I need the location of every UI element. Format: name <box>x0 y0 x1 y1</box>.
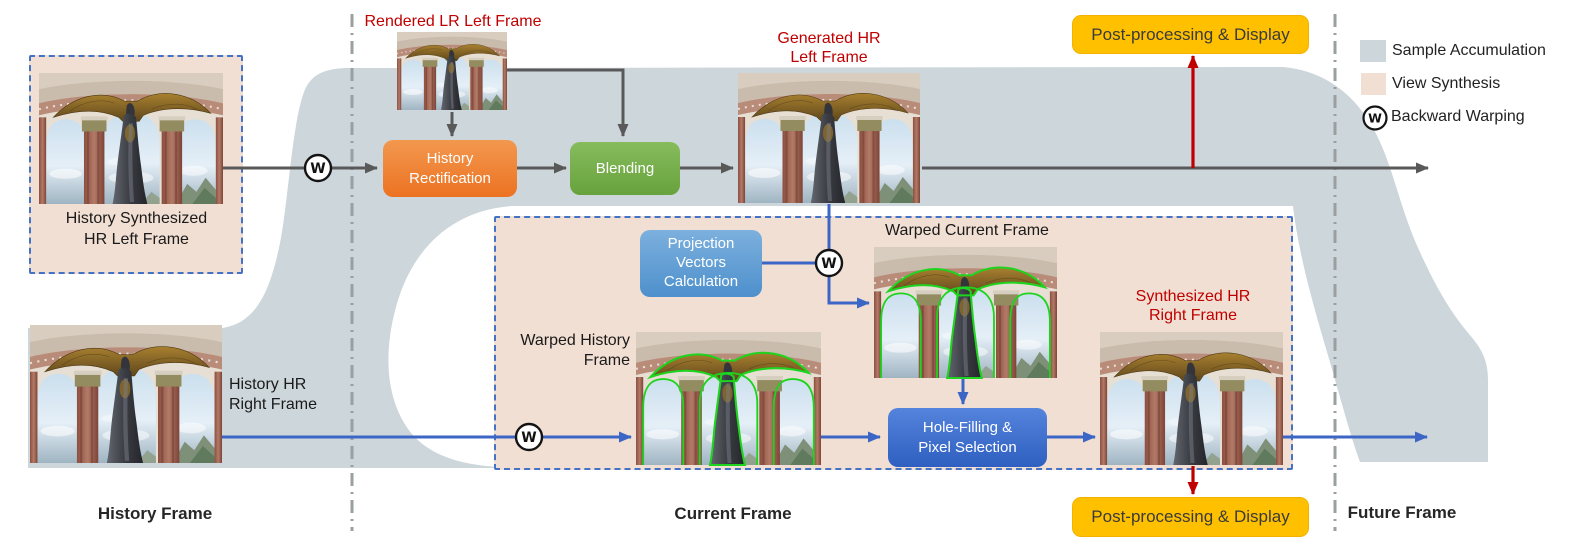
history-rectification-box: History Rectification <box>383 140 517 197</box>
scene-synthesized-hr-right <box>1098 330 1285 467</box>
warp-letter: W <box>821 256 836 272</box>
warp-letter: W <box>1368 111 1382 126</box>
generated-hr-label: Generated HR Left Frame <box>777 30 881 66</box>
warped-current-label: Warped Current Frame <box>885 222 1049 239</box>
legend-view-synthesis-label: View Synthesis <box>1392 75 1501 92</box>
post-processing-display-bottom: Post-processing & Display <box>1072 497 1309 537</box>
warp-badges: W W W <box>303 153 844 452</box>
warp-letter: W <box>521 430 536 446</box>
arrow-generated-hr-to-warped-current <box>827 204 870 309</box>
legend-view-synthesis-swatch <box>1361 73 1386 95</box>
rendered-lr-label: Rendered LR Left Frame <box>364 13 542 30</box>
history-synthesized-label: History Synthesized HR Left Frame <box>65 210 208 248</box>
scene-warped-history <box>636 332 821 465</box>
backward-warping-icon <box>814 248 844 278</box>
scene-history-hr-right <box>28 323 224 465</box>
hole-filling-box: Hole-Filling & Pixel Selection <box>888 408 1047 467</box>
history-hr-right-label: History HR Right Frame <box>229 376 318 413</box>
scene-warped-current <box>874 247 1057 378</box>
warped-history-label: Warped History Frame <box>520 332 630 369</box>
scene-generated-hr-left <box>736 71 922 205</box>
warp-letter: W <box>310 161 325 177</box>
synthesized-hr-label: Synthesized HR Right Frame <box>1135 288 1251 324</box>
section-current-frame: Current Frame <box>674 504 792 523</box>
legend-sample-accumulation-label: Sample Accumulation <box>1392 42 1546 59</box>
projection-vectors-box: Projection Vectors Calculation <box>640 230 762 297</box>
legend-backward-warping-icon: W <box>1362 105 1388 131</box>
blending-box: Blending <box>570 142 680 195</box>
legend-sample-accumulation-swatch <box>1360 40 1386 62</box>
scene-history-synthesized-hr-left <box>37 71 225 206</box>
section-future-frame: Future Frame <box>1347 503 1457 522</box>
backward-warping-icon <box>514 422 544 452</box>
legend-backward-warping-label: Backward Warping <box>1391 108 1525 125</box>
section-history-frame: History Frame <box>97 504 213 523</box>
arrow-rendered-lr-to-blending <box>507 68 629 137</box>
backward-warping-icon <box>303 153 333 183</box>
post-processing-display-top: Post-processing & Display <box>1072 15 1309 54</box>
scene-rendered-lr-left <box>396 31 508 111</box>
